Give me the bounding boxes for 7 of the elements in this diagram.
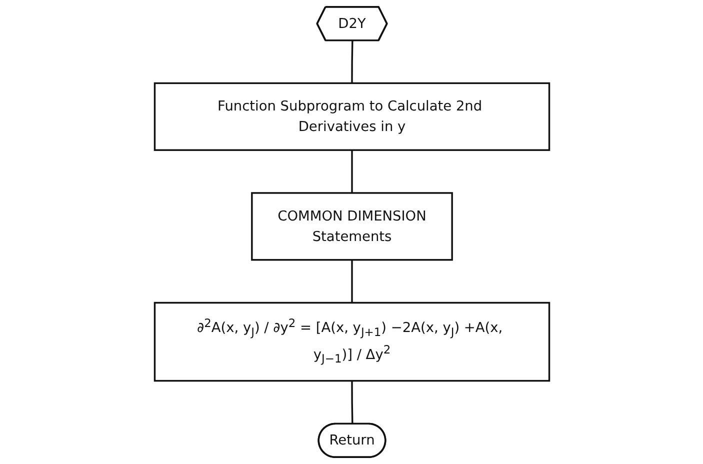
connector <box>350 260 352 303</box>
connector <box>350 380 353 424</box>
connector <box>350 40 353 84</box>
node-box: COMMON DIMENSION Statements <box>250 192 452 261</box>
node-box: ∂$^{2}$A(x, y$_{J}$) / ∂y$^{2}$ = [A(x, y$_{J+1}$) −2A(x, y$_{J}$) +A(x, y$_{J−1}$)] / Δy$^{2}$ <box>153 302 550 382</box>
node-box: Function Subprogram to Calculate 2nd Derivatives in y <box>153 82 550 151</box>
connector <box>350 150 352 193</box>
